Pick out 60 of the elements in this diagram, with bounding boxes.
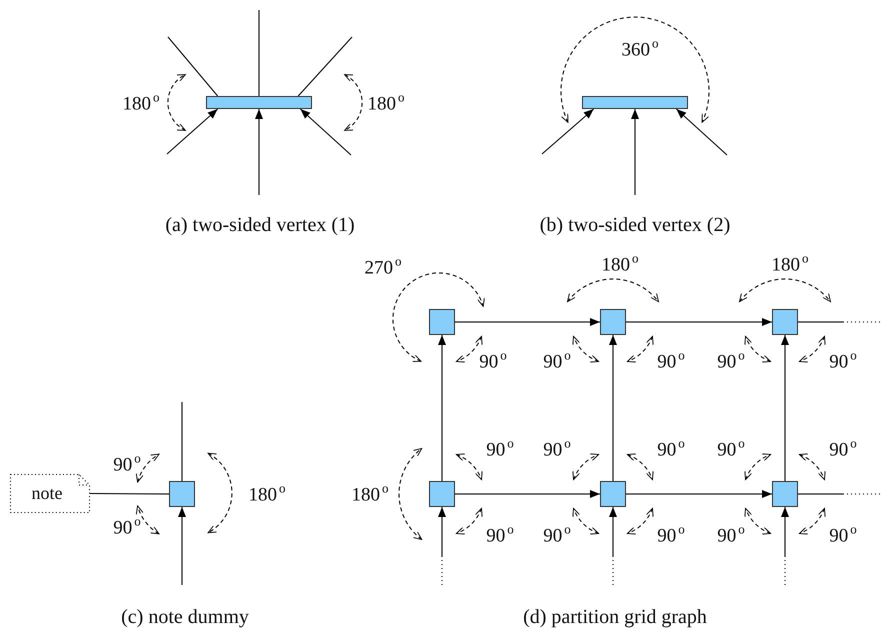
angle-label: 90$^{o}$ [657, 526, 685, 546]
angle-label: 270$^{o}$ [364, 258, 402, 278]
line [168, 36, 218, 96]
note-box: note [10, 474, 90, 513]
arrow [626, 318, 772, 326]
vertex-bar [582, 96, 688, 109]
angle-label: 180$^{o}$ [602, 256, 638, 274]
angle-label: 90$^{o}$ [717, 526, 745, 546]
angle-label: 90$^{o}$ [113, 456, 141, 474]
angle-label: 90$^{o}$ [717, 440, 745, 460]
arrow [255, 108, 263, 196]
angle-label: 90$^{o}$ [113, 518, 141, 538]
angle-label: 180$^{o}$ [248, 486, 286, 504]
line [258, 10, 260, 96]
arrow [609, 506, 617, 586]
vertex-square [600, 481, 626, 507]
angle-label: 90$^{o}$ [657, 352, 685, 372]
arrow [609, 334, 617, 482]
caption: (c) note dummy [121, 607, 249, 627]
angle-label: 90$^{o}$ [543, 352, 571, 372]
angle-label: 90$^{o}$ [829, 526, 857, 546]
caption: (a) two-sided vertex (1) [165, 215, 355, 235]
angle-label: 90$^{o}$ [543, 440, 571, 460]
line [298, 36, 352, 96]
arrow [676, 108, 728, 156]
vertex-square [772, 309, 798, 335]
arrow [438, 506, 446, 586]
caption: (d) partition grid graph [523, 607, 707, 627]
vertex-square [429, 481, 455, 507]
angle-label: 180$^{o}$ [122, 94, 160, 114]
arrow [454, 490, 600, 498]
vertex-square [169, 481, 195, 507]
arrow [781, 506, 789, 586]
angle-label: 90$^{o}$ [657, 440, 685, 460]
angle-label: 90$^{o}$ [543, 526, 571, 546]
vertex-bar [206, 96, 312, 109]
arrow [166, 108, 218, 154]
angle-label: 90$^{o}$ [486, 440, 514, 460]
angle-label: 180$^{o}$ [368, 94, 404, 114]
caption: (b) two-sided vertex (2) [540, 215, 730, 235]
arrow [631, 108, 639, 196]
arrow [178, 506, 186, 586]
arrow [781, 334, 789, 482]
angle-label: 90$^{o}$ [479, 352, 507, 372]
arrow [454, 318, 600, 326]
vertex-square [772, 481, 798, 507]
angle-label: 90$^{o}$ [486, 526, 514, 546]
line [90, 493, 170, 494]
arrow [438, 334, 446, 482]
angle-label: 90$^{o}$ [717, 352, 745, 372]
angle-label: 90$^{o}$ [829, 352, 857, 372]
angle-label: 180$^{o}$ [352, 486, 388, 504]
angle-label: 180$^{o}$ [772, 256, 808, 274]
arrow [626, 490, 772, 498]
angle-label: 360$^{o}$ [622, 40, 658, 60]
vertex-square [429, 309, 455, 335]
arrow [300, 108, 352, 156]
vertex-square [600, 309, 626, 335]
angle-label: 90$^{o}$ [829, 440, 857, 460]
arrow [542, 108, 594, 154]
